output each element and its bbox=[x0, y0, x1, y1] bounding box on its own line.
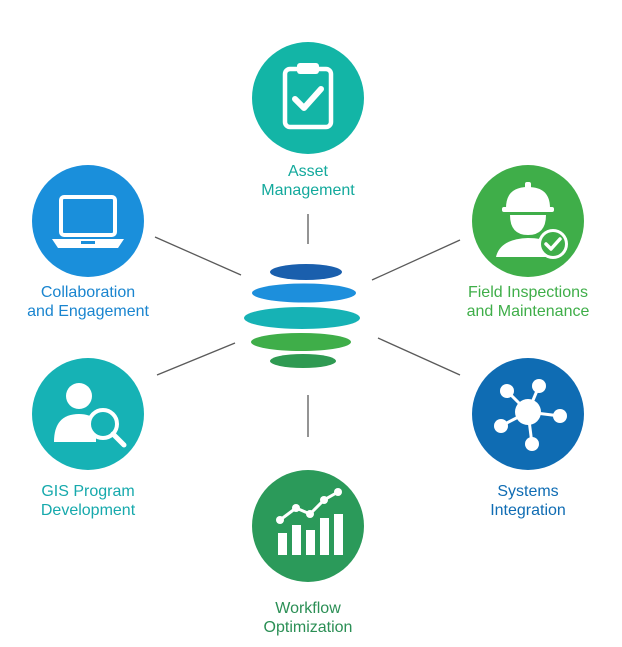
workflow-optimization-circle bbox=[252, 470, 364, 582]
globe-stripe-3 bbox=[244, 307, 360, 329]
collaboration-circle bbox=[32, 165, 144, 277]
field-inspections-circle bbox=[472, 165, 584, 277]
asset-management-circle bbox=[252, 42, 364, 154]
striped-globe-icon bbox=[244, 264, 360, 368]
connector-collab bbox=[154, 236, 242, 276]
network-node-icon bbox=[494, 379, 567, 451]
connector-systems bbox=[377, 337, 461, 376]
globe-stripe-1 bbox=[270, 264, 342, 280]
connector-field bbox=[371, 239, 461, 281]
clipboard-check-icon bbox=[282, 63, 334, 130]
laptop-icon bbox=[52, 195, 124, 248]
globe-stripe-4 bbox=[251, 333, 351, 351]
gis-program-circle bbox=[32, 358, 144, 470]
connector-gis bbox=[156, 342, 236, 376]
globe-stripe-5 bbox=[270, 354, 336, 368]
user-search-icon bbox=[54, 383, 127, 448]
globe-stripe-2 bbox=[252, 283, 356, 303]
worker-check-icon bbox=[496, 182, 568, 259]
bar-chart-trend-icon bbox=[276, 488, 343, 555]
systems-integration-circle bbox=[472, 358, 584, 470]
